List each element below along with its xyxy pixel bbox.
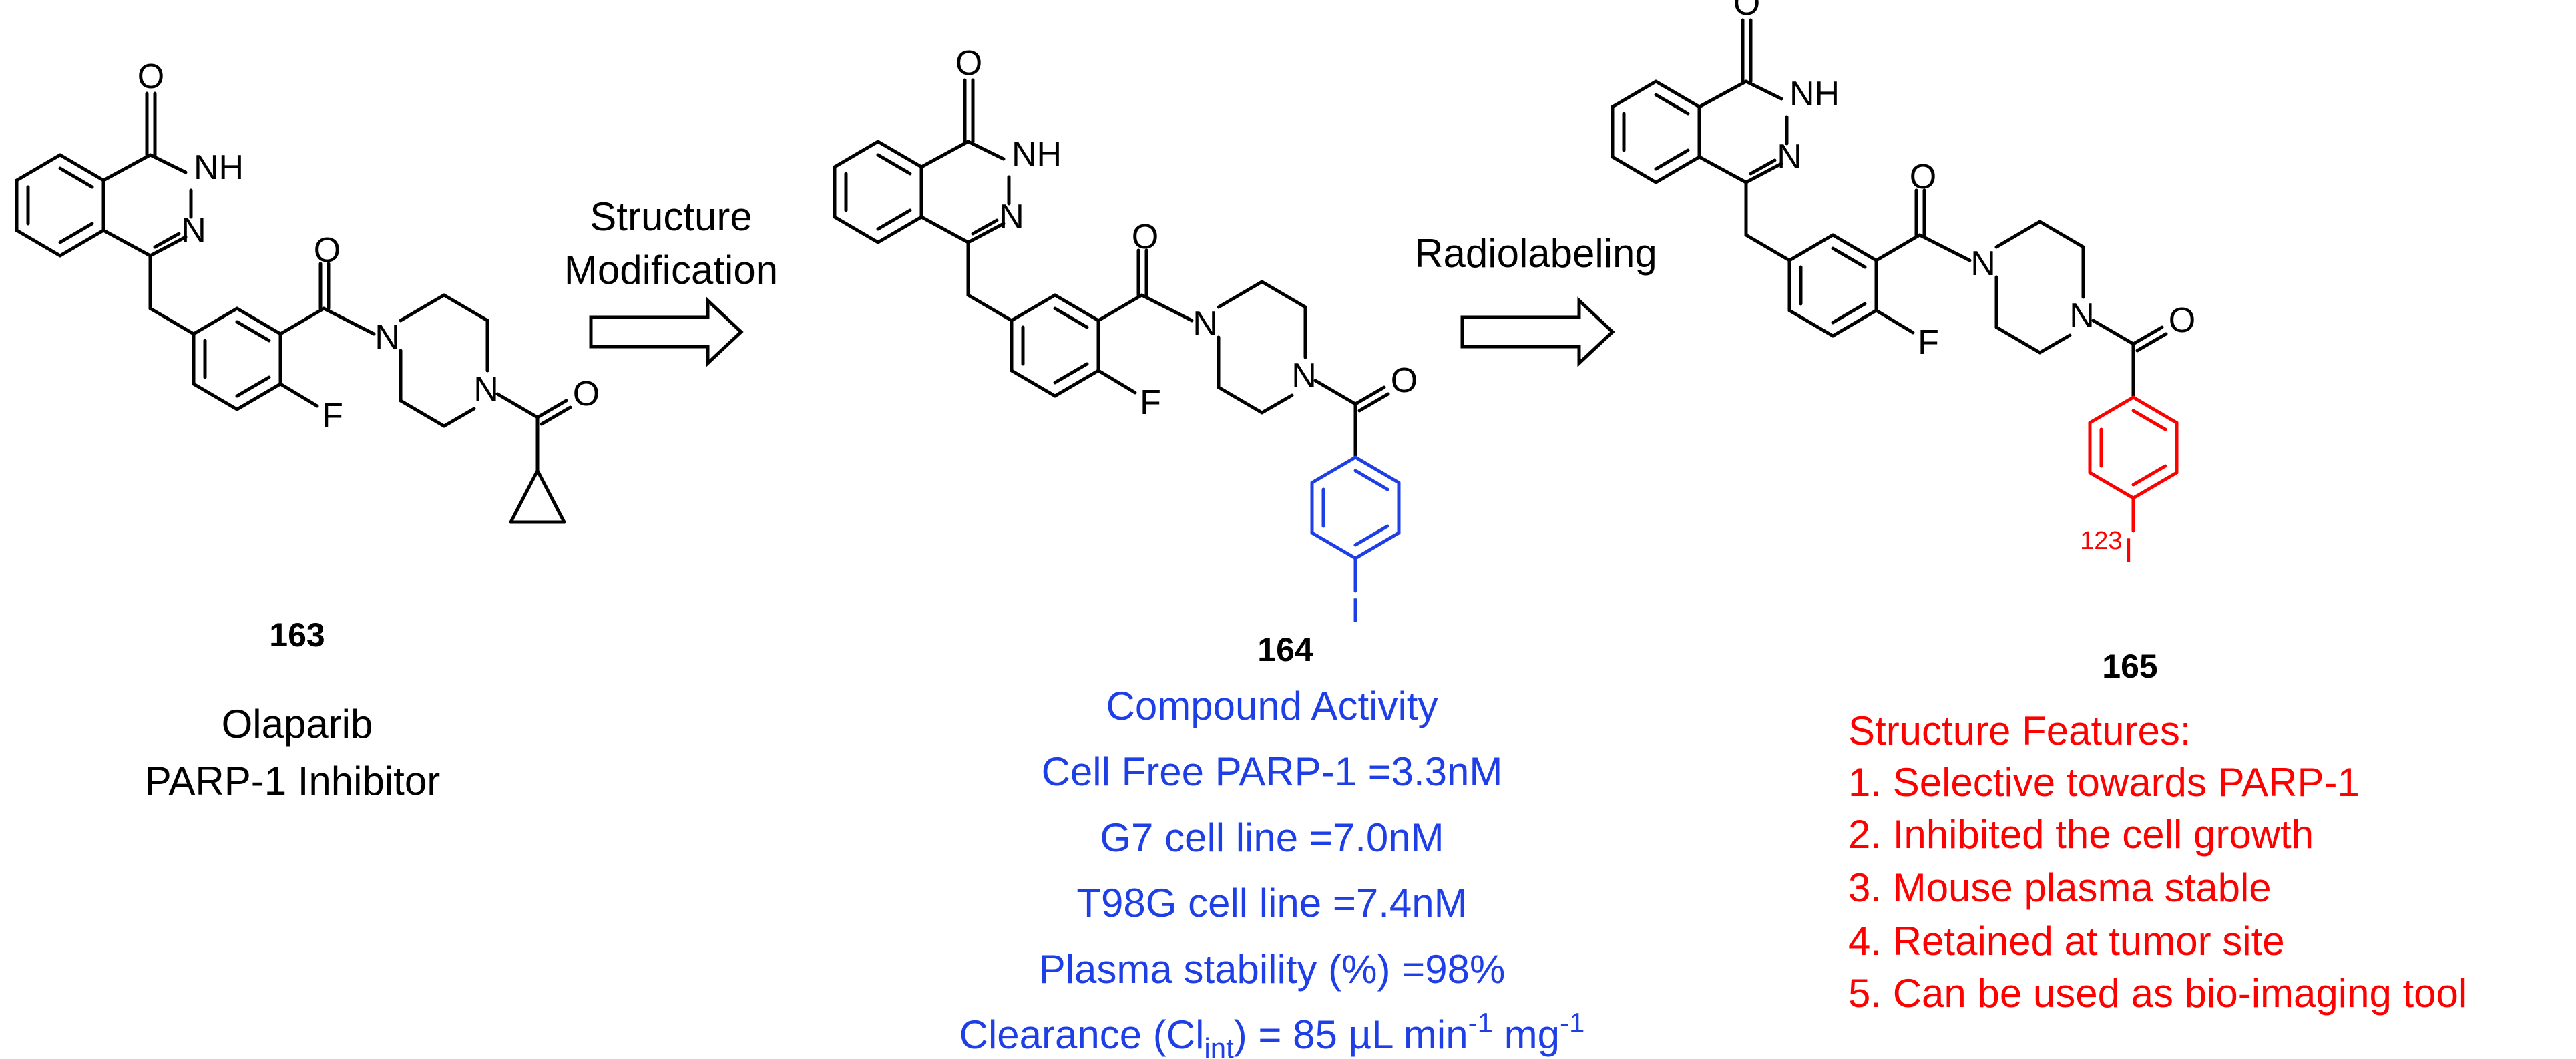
atom-label-o: O — [314, 231, 341, 270]
clearance-prefix: Clearance (Cl — [959, 1012, 1205, 1057]
feature-item: 2. Inhibited the cell growth — [1848, 812, 2314, 857]
atom-label-iodine-123: 123I — [2080, 527, 2133, 570]
activity-title: Compound Activity — [1106, 684, 1438, 728]
isotope-symbol: I — [2124, 532, 2133, 570]
atom-label-o: O — [1132, 218, 1158, 256]
compound-164-structure: O NH N O N N F O I — [833, 44, 1418, 630]
compound-163-structure: O NH N O N N F O — [15, 57, 600, 524]
activity-item: Plasma stability (%) =98% — [1039, 947, 1506, 992]
activity-clearance: Clearance (Clint) = 85 µL min-1 mg-1 — [959, 1007, 1585, 1059]
atom-label-n: N — [1193, 304, 1218, 343]
atom-label-n: N — [1777, 138, 1802, 176]
activity-item: T98G cell line =7.4nM — [1076, 881, 1467, 925]
feature-item: 5. Can be used as bio-imaging tool — [1848, 971, 2467, 1016]
atom-label-n: N — [181, 211, 206, 250]
clearance-superscript: -1 — [1560, 1007, 1584, 1038]
compound-165-structure: O NH N O N N F O 123I — [1611, 0, 2195, 570]
atom-label-o: O — [573, 375, 600, 413]
atom-label-n: N — [999, 198, 1024, 236]
compound-164-core-bonds — [833, 78, 1390, 459]
features-title: Structure Features: — [1848, 708, 2191, 753]
atom-label-o: O — [1910, 158, 1936, 196]
step-1-label-line-2: Modification — [564, 248, 778, 292]
compound-165-number: 165 — [2102, 648, 2157, 685]
compound-164-modified-group — [1310, 455, 1401, 593]
clearance-unit: mg — [1493, 1012, 1560, 1057]
atom-label-f: F — [1918, 323, 1939, 362]
atom-label-f: F — [322, 397, 343, 435]
feature-item: 4. Retained at tumor site — [1848, 919, 2285, 964]
atom-label-n: N — [1970, 244, 1996, 283]
atom-label-n: N — [375, 318, 400, 357]
atom-label-nh: NH — [1012, 135, 1062, 174]
atom-label-f: F — [1140, 383, 1161, 422]
isotope-mass-number: 123 — [2080, 527, 2122, 555]
atom-label-nh: NH — [1789, 75, 1840, 114]
compound-163-description: PARP-1 Inhibitor — [145, 759, 440, 803]
reaction-arrow-2 — [1460, 296, 1615, 367]
atom-label-o: O — [955, 44, 982, 83]
compound-163-number: 163 — [269, 616, 325, 654]
step-2-label: Radiolabeling — [1414, 231, 1657, 276]
atom-label-n: N — [1291, 357, 1317, 395]
compound-163-name: Olaparib — [222, 702, 373, 747]
atom-label-o: O — [138, 57, 164, 96]
clearance-subscript: int — [1204, 1032, 1234, 1059]
atom-label-iodine: I — [1351, 592, 1360, 630]
feature-item: 1. Selective towards PARP-1 — [1848, 760, 2360, 805]
feature-item: 3. Mouse plasma stable — [1848, 865, 2272, 910]
atom-label-o: O — [1733, 0, 1760, 23]
compound-163-bonds — [15, 91, 572, 524]
activity-item: Cell Free PARP-1 =3.3nM — [1042, 749, 1503, 794]
compound-164-number: 164 — [1257, 631, 1313, 668]
step-1-label-line-1: Structure — [590, 194, 752, 239]
compound-165-core-bonds — [1611, 18, 2168, 399]
reaction-arrow-1 — [589, 296, 744, 367]
atom-label-nh: NH — [194, 148, 244, 187]
atom-label-n: N — [2069, 296, 2095, 335]
clearance-superscript: -1 — [1468, 1007, 1493, 1038]
activity-item: G7 cell line =7.0nM — [1100, 815, 1444, 860]
clearance-middle: ) = 85 µL min — [1234, 1012, 1468, 1057]
atom-label-n: N — [473, 370, 499, 409]
compound-165-radiolabeled-group — [2088, 395, 2179, 533]
atom-label-o: O — [1391, 361, 1418, 400]
atom-label-o: O — [2169, 301, 2195, 340]
